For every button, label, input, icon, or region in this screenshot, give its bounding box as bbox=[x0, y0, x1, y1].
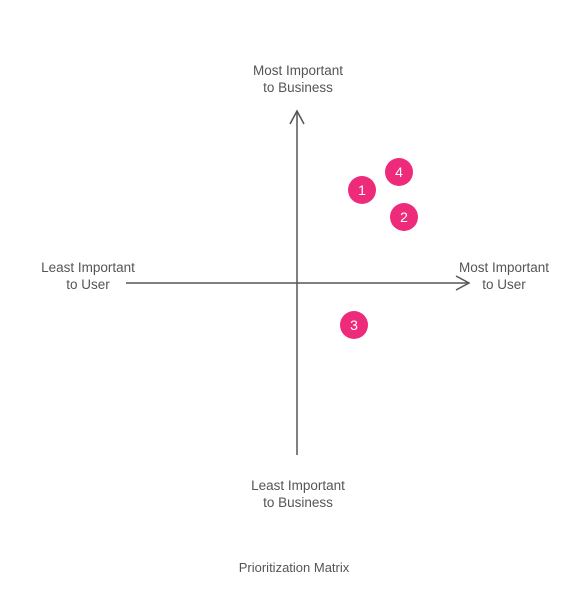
y-axis-top-label-line1: Most Important bbox=[252, 63, 344, 78]
x-axis-right-label: Most Important to User bbox=[438, 259, 570, 293]
y-axis-bottom-label: Least Important to Business bbox=[229, 477, 367, 511]
x-axis-right-label-line2: to User bbox=[482, 277, 526, 292]
y-axis-top-label: Most Important to Business bbox=[229, 62, 367, 96]
matrix-point-3-label: 3 bbox=[350, 317, 358, 333]
matrix-point-1: 1 bbox=[348, 176, 376, 204]
matrix-point-4: 4 bbox=[385, 158, 413, 186]
x-axis-right-label-line1: Most Important bbox=[458, 260, 550, 275]
matrix-point-4-label: 4 bbox=[395, 164, 403, 180]
matrix-point-2: 2 bbox=[390, 203, 418, 231]
horizontal-axis-arrowhead bbox=[455, 275, 471, 291]
x-axis-left-label-line1: Least Important bbox=[41, 260, 135, 275]
matrix-point-2-label: 2 bbox=[400, 209, 408, 225]
y-axis-top-label-line2: to Business bbox=[263, 80, 333, 95]
x-axis-left-label: Least Important to User bbox=[22, 259, 154, 293]
y-axis-bottom-label-line1: Least Important bbox=[251, 478, 345, 493]
x-axis-left-label-line2: to User bbox=[66, 277, 110, 292]
matrix-point-1-label: 1 bbox=[358, 182, 366, 198]
figure-caption: Prioritization Matrix bbox=[238, 560, 350, 575]
vertical-axis-arrowhead bbox=[289, 109, 305, 125]
y-axis-bottom-label-line2: to Business bbox=[263, 495, 333, 510]
matrix-point-3: 3 bbox=[340, 311, 368, 339]
